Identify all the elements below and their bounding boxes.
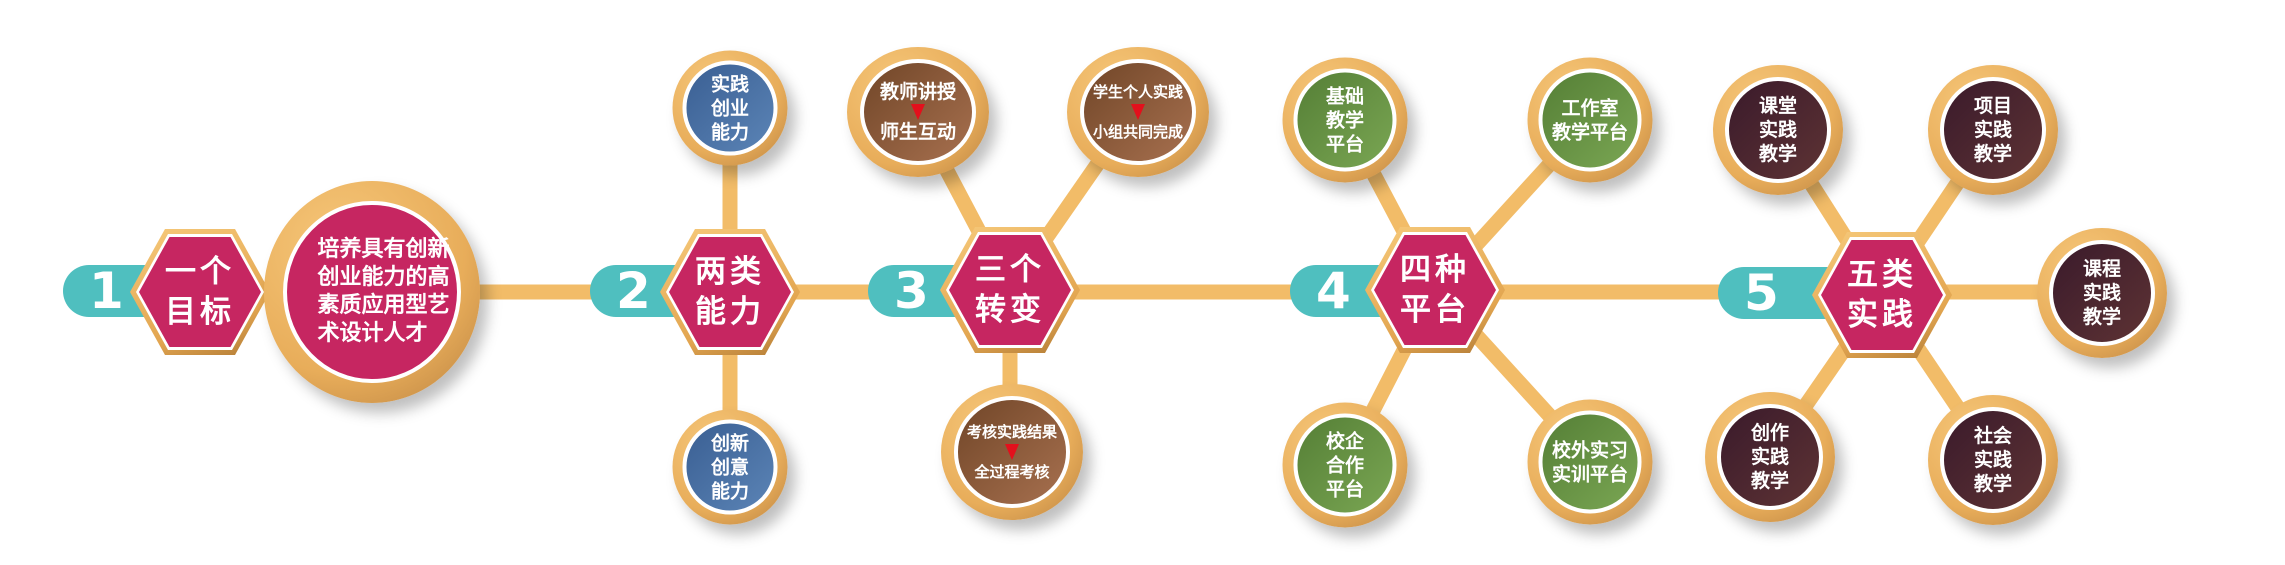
platform-circle: 校企合作平台 [1282,402,1408,528]
circle-text: 课程 [2082,258,2121,280]
circle-text: 平台 [1325,478,1364,500]
arrow-down-icon [1005,444,1019,460]
circle-text: 校外实习 [1551,439,1628,461]
circle-text: 平台 [1325,133,1364,155]
hex-title-line: 目标 [165,294,235,330]
goal-text-line: 术设计人才 [317,321,428,346]
circle-text: 社会 [1973,425,2012,447]
circle-text: 课堂 [1758,95,1797,117]
practice-circle: 项目实践教学 [1928,65,2058,195]
change-circle: 考核实践结果全过程考核 [941,384,1083,520]
hex-title-line: 四种 [1400,252,1470,288]
platform-circle: 工作室教学平台 [1527,57,1653,183]
circle-text: 工作室 [1561,97,1619,119]
change-circle: 学生个人实践小组共同完成 [1067,47,1209,177]
hex-title-line: 转变 [975,292,1045,328]
circle-text: 创作 [1750,422,1789,444]
hex-title-line: 实践 [1847,297,1917,333]
arrow-down-icon [1131,104,1145,120]
change-circle: 教师讲授师生互动 [847,47,989,177]
change-from-text: 学生个人实践 [1092,83,1183,101]
goal-text-line: 培养具有创新 [317,237,450,262]
circle-text: 教学平台 [1551,121,1628,143]
circle-text: 创意 [710,456,749,478]
change-from-text: 考核实践结果 [966,423,1057,441]
circle-text: 创新 [710,432,749,454]
circle-text: 教学 [1973,473,2012,495]
ability-circle: 创新创意能力 [672,409,788,525]
circle-text: 能力 [710,480,749,502]
circle-text: 实训平台 [1551,463,1628,485]
practice-circle: 课堂实践教学 [1713,65,1843,195]
ability-circle: 实践创业能力 [672,50,788,166]
goal-text-line: 素质应用型艺 [317,293,450,318]
arrow-down-icon [911,104,925,120]
circle-text: 创业 [710,97,749,119]
circle-text: 实践 [1973,449,2012,471]
step-5-hexagon: 五类实践 [1812,232,1952,358]
circle-text: 实践 [1973,119,2012,141]
circle-text: 校企 [1325,430,1364,452]
practice-circle: 社会实践教学 [1928,395,2058,525]
step-4-hexagon: 四种平台 [1365,227,1505,353]
hex-title-line: 三个 [975,252,1045,288]
circle-text: 教学 [2082,306,2121,328]
change-to-text: 师生互动 [879,121,956,143]
circle-text: 合作 [1325,454,1364,476]
circle-text: 实践 [1758,119,1797,141]
circle-text: 教学 [1758,143,1797,165]
circle-text: 教学 [1750,470,1789,492]
goal-text-line: 创业能力的高 [317,265,450,290]
change-to-text: 小组共同完成 [1092,123,1183,141]
hex-title-line: 五类 [1847,257,1917,293]
hex-title-line: 两类 [695,254,765,290]
circle-text: 基础 [1325,85,1364,107]
change-from-text: 教师讲授 [879,81,956,103]
change-to-text: 全过程考核 [974,463,1050,481]
circle-text: 能力 [710,121,749,143]
hex-title-line: 一个 [165,254,235,290]
platform-circle: 基础教学平台 [1282,57,1408,183]
circle-text: 教学 [1973,143,2012,165]
circle-text: 实践 [1750,446,1789,468]
hex-title-line: 平台 [1400,292,1470,328]
circle-text: 实践 [710,73,749,95]
platform-circle: 校外实习实训平台 [1527,399,1653,525]
hex-title-line: 能力 [695,294,765,330]
practice-circle: 课程实践教学 [2037,228,2167,358]
circle-text: 实践 [2082,282,2121,304]
circle-text: 项目 [1973,95,2012,117]
practice-circle: 创作实践教学 [1705,392,1835,522]
step-number-badge: 5 [1718,267,1828,319]
goal-circle: 培养具有创新创业能力的高素质应用型艺术设计人才 [264,181,480,403]
circle-text: 教学 [1325,109,1364,131]
